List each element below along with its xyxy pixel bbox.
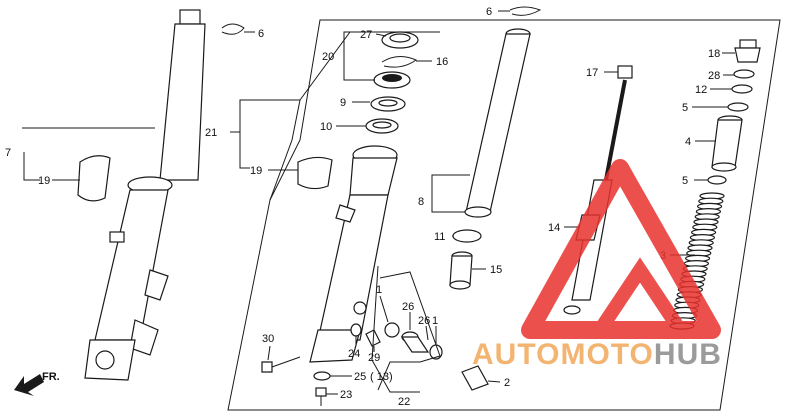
- watermark-logo-icon: [521, 159, 721, 339]
- callout-27: 27: [360, 29, 372, 41]
- washer-5-top: [727, 102, 749, 112]
- callout-28: 28: [708, 70, 720, 82]
- callout-10: 10: [320, 121, 332, 133]
- callout-17: 17: [586, 67, 598, 79]
- washer-5-bottom: [707, 175, 727, 185]
- front-direction-arrow: FR.: [14, 371, 60, 396]
- spacer-4: [711, 115, 743, 172]
- callout-20: 20: [322, 51, 334, 63]
- fork-cap-18: [734, 39, 761, 63]
- callout-13: ( 13): [370, 371, 393, 383]
- callout-9: 9: [340, 97, 346, 109]
- callout-6-right: 6: [486, 6, 492, 18]
- callout-29: 29: [368, 352, 380, 364]
- clip-16: [381, 56, 418, 68]
- callout-21: 21: [205, 127, 217, 139]
- callout-26-b: 26: [418, 315, 430, 327]
- callout-26-a: 26: [402, 301, 414, 313]
- callout-19-left: 19: [38, 175, 50, 187]
- washer-1: [384, 322, 400, 338]
- callout-7: 7: [5, 147, 11, 159]
- callout-5-top: 5: [682, 102, 688, 114]
- oil-lock-piece-15: [449, 251, 473, 290]
- bolt-30: [261, 356, 301, 373]
- watermark-hub: HUB: [654, 338, 722, 371]
- watermark-moto: MOTO: [560, 338, 653, 371]
- callout-23: 23: [340, 389, 352, 401]
- circlip-6-right: [509, 6, 542, 16]
- circlip-6-left: [221, 23, 245, 35]
- subassembly-frame: [299, 31, 440, 101]
- callout-22: 22: [398, 396, 410, 408]
- collar-2: [461, 365, 489, 391]
- callout-18: 18: [708, 48, 720, 60]
- fork-protector-19-mid: [297, 156, 333, 190]
- left-fork-assembly: [84, 9, 206, 381]
- callout-15: 15: [490, 264, 502, 276]
- washer-24: [350, 323, 362, 337]
- callouts: 6 7 19 19 21 20 27 16 9 10 6 8 11 15 17 …: [5, 6, 720, 408]
- automotohub-watermark: AUTOMOTOHUB: [472, 159, 722, 371]
- bushing-26: [400, 331, 430, 353]
- callout-8: 8: [418, 196, 424, 208]
- callout-24: 24: [348, 348, 360, 360]
- callout-16: 16: [436, 56, 448, 68]
- svg-text:AUTOMOTOHUB: AUTOMOTOHUB: [472, 338, 722, 371]
- o-ring-28: [733, 69, 755, 79]
- callout-11: 11: [434, 231, 445, 243]
- callout-30: 30: [262, 333, 274, 345]
- watermark-auto: AUTO: [472, 338, 560, 371]
- direction-label: FR.: [42, 371, 60, 383]
- callout-2: 2: [504, 377, 510, 389]
- fork-tube-8: [464, 28, 531, 218]
- washer-25: [313, 371, 331, 381]
- bushing-11: [452, 229, 482, 243]
- fork-slider: [309, 145, 398, 363]
- bolt-23: [315, 387, 327, 406]
- callout-4: 4: [685, 136, 691, 148]
- callout-14: 14: [548, 222, 560, 234]
- fork-protector-19-left: [77, 155, 111, 202]
- washer-12: [731, 84, 753, 94]
- callout-12: 12: [695, 84, 707, 96]
- assembly-frame: [227, 19, 781, 411]
- callout-5-bottom: 5: [682, 175, 688, 187]
- callout-19-mid: 19: [250, 165, 262, 177]
- leader-lines: [22, 10, 735, 395]
- callout-6-left: 6: [258, 28, 264, 40]
- callout-25: 25: [354, 371, 366, 383]
- callout-1-b: 1: [432, 315, 438, 327]
- callout-1: 1: [376, 284, 382, 296]
